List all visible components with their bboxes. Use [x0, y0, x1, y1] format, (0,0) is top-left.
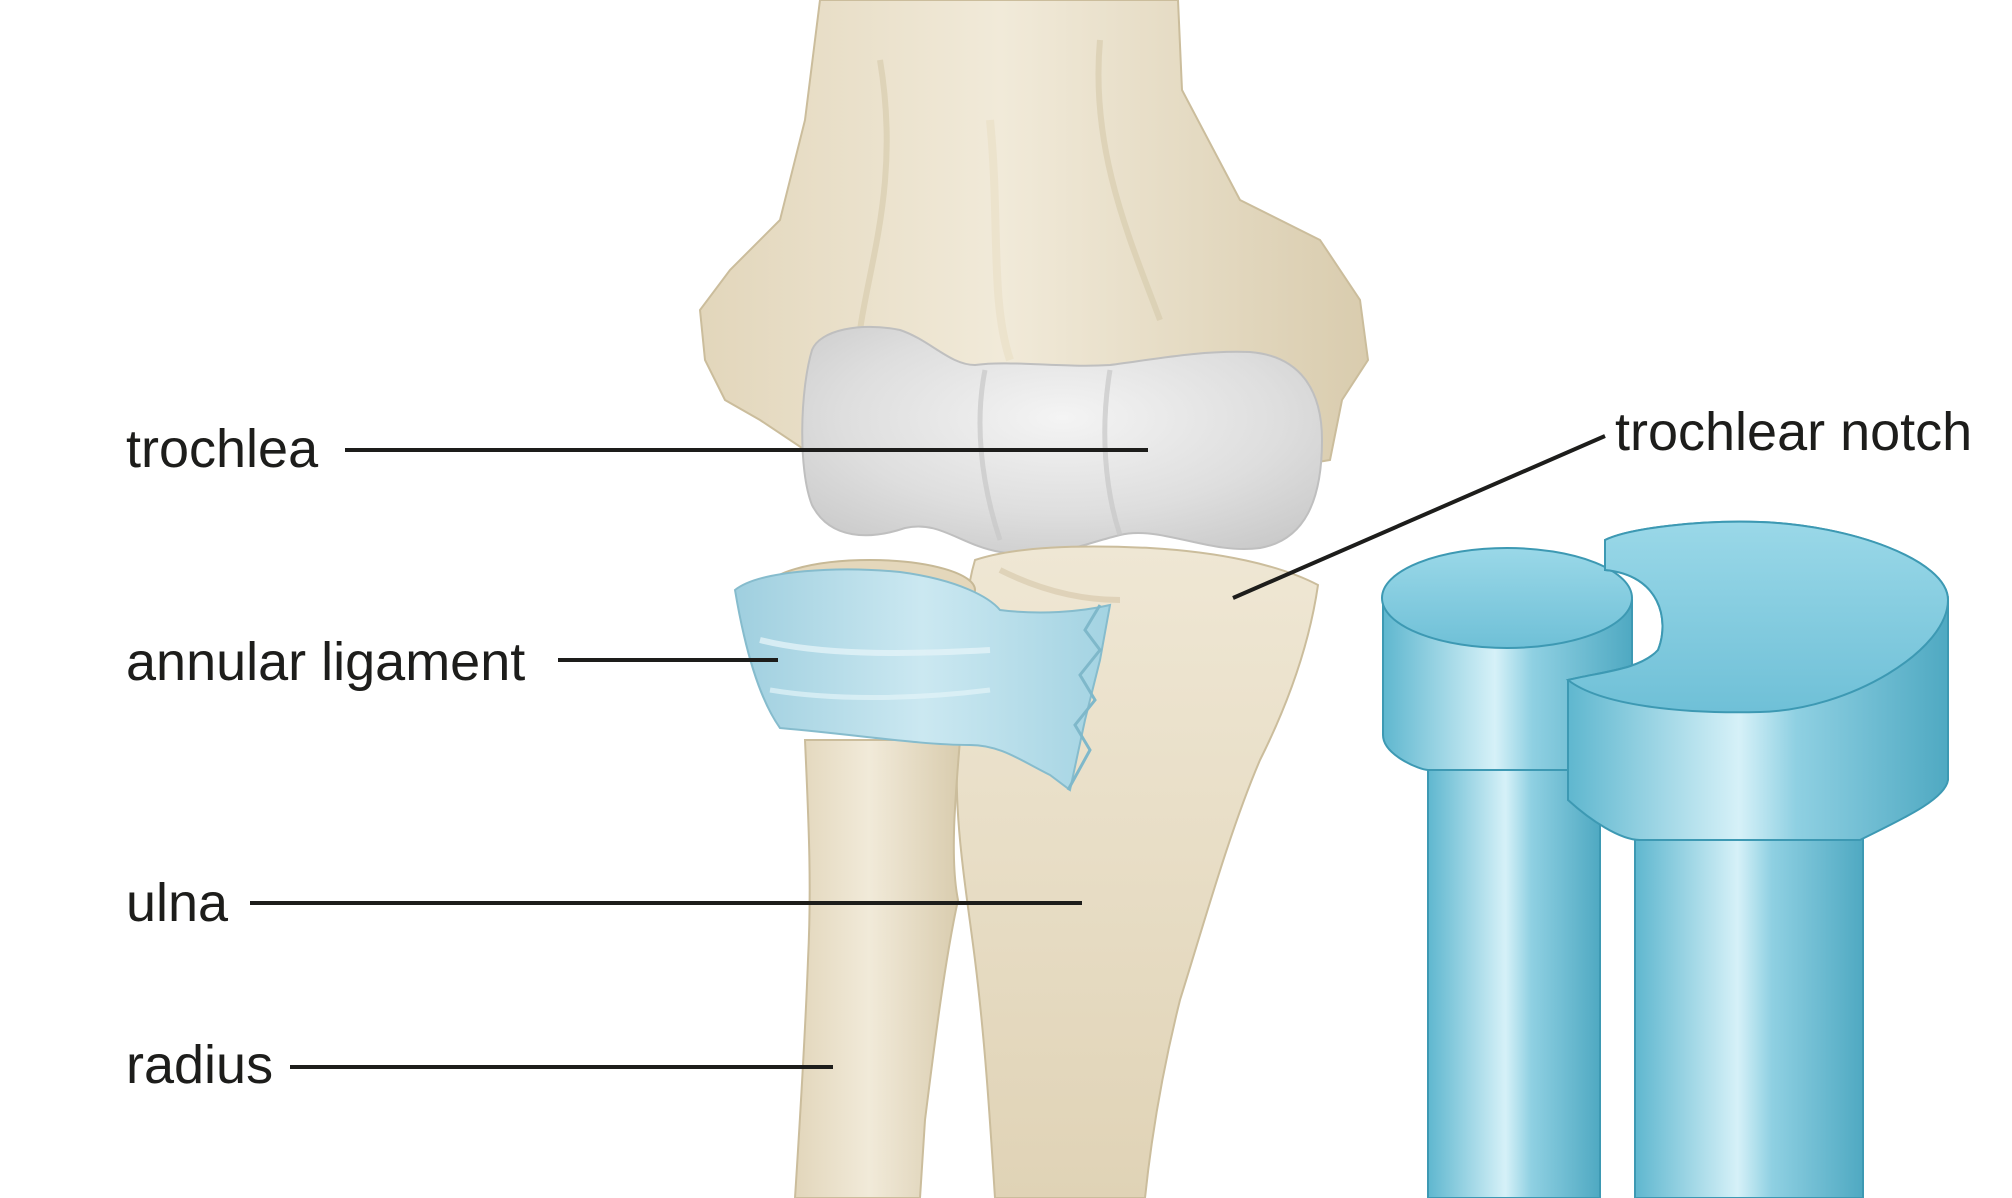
annular-ligament-band	[733, 568, 1112, 792]
radius-bone	[793, 739, 962, 1198]
trochlea-label: trochlea	[126, 419, 319, 479]
trochlear-notch-leader-line	[1232, 434, 1606, 600]
pivot-joint-model	[1381, 520, 1950, 1198]
trochlear-notch-label: trochlear notch	[1615, 402, 1973, 462]
ulna-label: ulna	[126, 873, 229, 933]
trochlea-cartilage	[801, 325, 1324, 556]
radius-label: radius	[126, 1035, 274, 1095]
annular-ligament-label: annular ligament	[126, 632, 526, 692]
